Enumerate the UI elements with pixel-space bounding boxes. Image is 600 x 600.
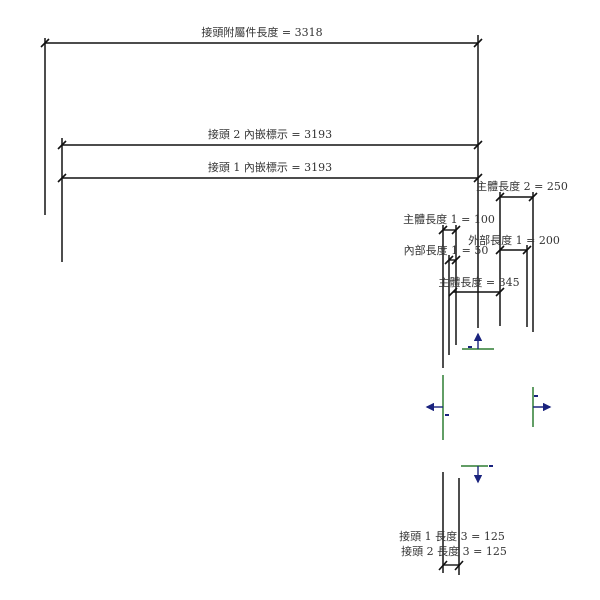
dimension-connector-length3[interactable]: 接頭 1 長度 3 = 125 接頭 2 長度 3 = 125 bbox=[399, 529, 507, 571]
connector-bottom[interactable] bbox=[461, 465, 493, 484]
dimension-label: 接頭 1 長度 3 = 125 bbox=[399, 529, 505, 543]
dimension-fitting-length[interactable]: 接頭附屬件長度 = 3318 bbox=[40, 25, 483, 48]
dimension-label: 主體長度 1 = 100 bbox=[403, 212, 495, 226]
dimension-label: 接頭 1 內嵌標示 = 3193 bbox=[208, 160, 332, 174]
dimension-label: 主體長度 2 = 250 bbox=[476, 179, 568, 193]
dimension-body-length[interactable]: 主體長度 = 345 bbox=[438, 275, 520, 297]
dimension-label: 主體長度 = 345 bbox=[438, 275, 519, 289]
dimension-label: 接頭附屬件長度 = 3318 bbox=[201, 25, 322, 39]
dimension-label: 外部長度 1 = 200 bbox=[468, 233, 560, 247]
dimension-body-length2[interactable]: 主體長度 2 = 250 bbox=[476, 179, 568, 202]
connector-top[interactable] bbox=[462, 332, 494, 350]
dimension-connector2-inset[interactable]: 接頭 2 內嵌標示 = 3193 bbox=[57, 127, 483, 150]
dimension-outer-length1[interactable]: 外部長度 1 = 200 bbox=[468, 233, 560, 255]
dimension-label: 接頭 2 長度 3 = 125 bbox=[401, 544, 507, 558]
dimension-label: 接頭 2 內嵌標示 = 3193 bbox=[208, 127, 332, 141]
connector-left[interactable] bbox=[425, 375, 449, 440]
connector-right[interactable] bbox=[532, 387, 552, 427]
dimension-inner-length1[interactable]: 內部長度 1 = 50 bbox=[404, 243, 489, 265]
extension-lines bbox=[44, 35, 534, 575]
dimension-body-length1[interactable]: 主體長度 1 = 100 bbox=[403, 212, 495, 235]
dimension-label: 內部長度 1 = 50 bbox=[404, 243, 489, 257]
dimension-connector1-inset[interactable]: 接頭 1 內嵌標示 = 3193 bbox=[57, 160, 483, 183]
